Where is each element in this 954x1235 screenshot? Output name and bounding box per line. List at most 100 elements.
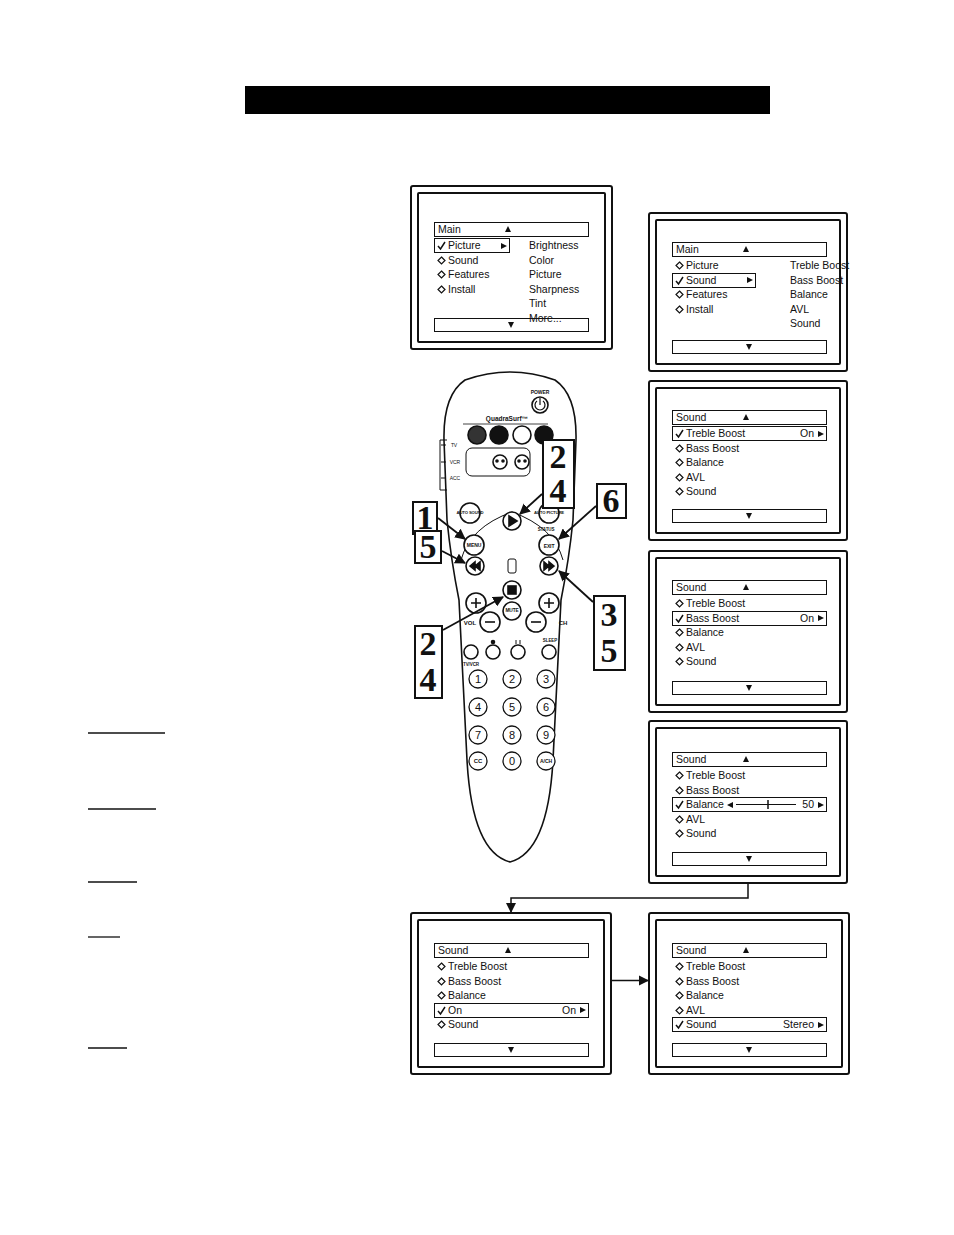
menu-item: AVL xyxy=(686,641,705,654)
menu-title: Sound xyxy=(676,944,706,957)
flow-arrow xyxy=(612,980,648,982)
button-label: 9 xyxy=(543,730,549,741)
callout-number: 2 xyxy=(550,440,567,474)
menu-item: Bass Boost xyxy=(448,975,501,988)
button-label: CC xyxy=(474,758,483,764)
button-label: 4 xyxy=(475,702,481,713)
menu-value: On xyxy=(800,612,814,625)
submenu-item: Tint xyxy=(529,297,546,310)
screen-frame xyxy=(417,919,605,1068)
menu-item: Treble Boost xyxy=(448,960,507,973)
button-label: VOL xyxy=(464,620,476,626)
menu-item: AVL xyxy=(686,471,705,484)
triangle-icon xyxy=(742,583,750,591)
triangle-icon xyxy=(742,413,750,421)
menu-item: Treble Boost xyxy=(686,769,745,782)
diamond-bullet xyxy=(675,977,684,986)
diamond-bullet xyxy=(437,285,446,294)
submenu-item: Color xyxy=(529,254,554,267)
triangle-icon xyxy=(742,245,750,253)
diamond-bullet xyxy=(437,270,446,279)
menu-item: Install xyxy=(448,283,475,296)
menu-item: Treble Boost xyxy=(686,427,745,440)
menu-item: Balance xyxy=(686,456,724,469)
triangle-icon xyxy=(504,225,512,233)
menu-item: Picture xyxy=(686,259,719,272)
menu-item: Sound xyxy=(686,485,716,498)
menu-item: Balance xyxy=(686,626,724,639)
button-label: MUTE xyxy=(505,609,518,614)
check-mark xyxy=(437,1006,446,1015)
menu-item: Sound xyxy=(448,1018,478,1031)
triangle-icon xyxy=(726,801,734,809)
submenu-item: More... xyxy=(529,312,562,325)
menu-title: Sound xyxy=(676,753,706,766)
diamond-bullet xyxy=(675,643,684,652)
submenu-item: Sound xyxy=(790,317,820,330)
button-label: 5 xyxy=(509,702,515,713)
flow-arrow xyxy=(511,884,748,912)
button-label: POWER xyxy=(531,390,549,395)
menu-value: On xyxy=(800,427,814,440)
menu-item: Bass Boost xyxy=(686,975,739,988)
menu-value: Stereo xyxy=(783,1018,814,1031)
header-bar xyxy=(245,86,770,114)
button-label: SLEEP xyxy=(543,639,557,644)
button-label: CH xyxy=(559,620,568,626)
menu-screen: SoundTreble BoostBass BoostBalanceAVLSou… xyxy=(648,912,850,1075)
diamond-bullet xyxy=(675,473,684,482)
button-label: TV xyxy=(451,443,457,448)
menu-item: Install xyxy=(686,303,713,316)
diamond-bullet xyxy=(437,962,446,971)
menu-item: Treble Boost xyxy=(686,597,745,610)
triangle-icon xyxy=(507,321,515,329)
diamond-bullet xyxy=(675,991,684,1000)
diamond-bullet xyxy=(675,261,684,270)
menu-title: Sound xyxy=(676,581,706,594)
check-mark xyxy=(675,1020,684,1029)
screen-frame xyxy=(655,919,843,1068)
menu-item: Bass Boost xyxy=(686,784,739,797)
button-label: VCR xyxy=(450,460,460,465)
callout-number: 3 xyxy=(601,598,618,632)
balance-slider xyxy=(736,800,796,809)
menu-screen: SoundTreble BoostBass BoostBalance50AVLS… xyxy=(648,720,848,884)
diamond-bullet xyxy=(675,1006,684,1015)
submenu-item: Bass Boost xyxy=(790,274,843,287)
diamond-bullet xyxy=(675,305,684,314)
triangle-icon xyxy=(507,1046,515,1054)
menu-item: Sound xyxy=(448,254,478,267)
diamond-bullet xyxy=(675,771,684,780)
menu-screen: SoundTreble BoostOnBass BoostBalanceAVLS… xyxy=(648,380,848,541)
menu-title: Main xyxy=(438,223,461,236)
diamond-bullet xyxy=(675,290,684,299)
menu-item: Sound xyxy=(686,274,716,287)
menu-item: Sound xyxy=(686,1018,716,1031)
callout-number: 2 xyxy=(420,627,437,661)
submenu-item: Picture xyxy=(529,268,562,281)
diamond-bullet xyxy=(675,829,684,838)
menu-item: Bass Boost xyxy=(686,442,739,455)
diamond-bullet xyxy=(437,977,446,986)
diamond-bullet xyxy=(675,444,684,453)
button-label: MENU xyxy=(467,543,481,548)
leader-lines xyxy=(438,494,596,630)
menu-screen: MainPictureSoundFeaturesInstallTreble Bo… xyxy=(648,212,848,372)
callout-number: 5 xyxy=(601,634,618,668)
button-label: 6 xyxy=(543,702,549,713)
check-mark xyxy=(675,800,684,809)
submenu-item: Balance xyxy=(790,288,828,301)
menu-title: Sound xyxy=(438,944,468,957)
menu-screen: SoundTreble BoostBass BoostOnBalanceAVLS… xyxy=(648,550,848,713)
button-label: ACC xyxy=(450,476,460,481)
button-label: 0 xyxy=(509,756,515,767)
diamond-bullet xyxy=(675,962,684,971)
diamond-bullet xyxy=(675,458,684,467)
triangle-icon xyxy=(504,946,512,954)
triangle-icon xyxy=(817,1021,825,1029)
menu-item: AVL xyxy=(686,1004,705,1017)
callout-number: 4 xyxy=(550,474,567,508)
menu-title: Main xyxy=(676,243,699,256)
